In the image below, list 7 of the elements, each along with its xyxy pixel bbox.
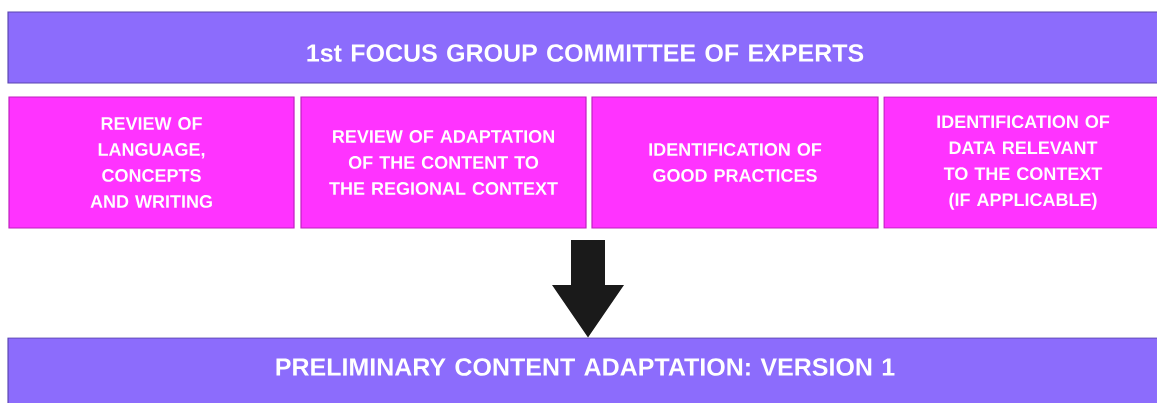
block-arrow (552, 240, 624, 338)
process-box: REVIEW OF LANGUAGE, CONCEPTS AND WRITING (8, 96, 295, 229)
process-box: IDENTIFICATION OF GOOD PRACTICES (591, 96, 879, 229)
process-box: REVIEW OF ADAPTATION OF THE CONTENT TO THE REGIONAL CONTEXT (300, 96, 587, 229)
title-band: PRELIMINARY CONTENT ADAPTATION: VERSION 1 (7, 337, 1157, 403)
title-band: 1st FOCUS GROUP COMMITTEE OF EXPERTS (7, 11, 1157, 84)
process-box: IDENTIFICATION OF DATA RELEVANT TO THE CONTEXT (IF APPLICABLE) (883, 96, 1157, 229)
